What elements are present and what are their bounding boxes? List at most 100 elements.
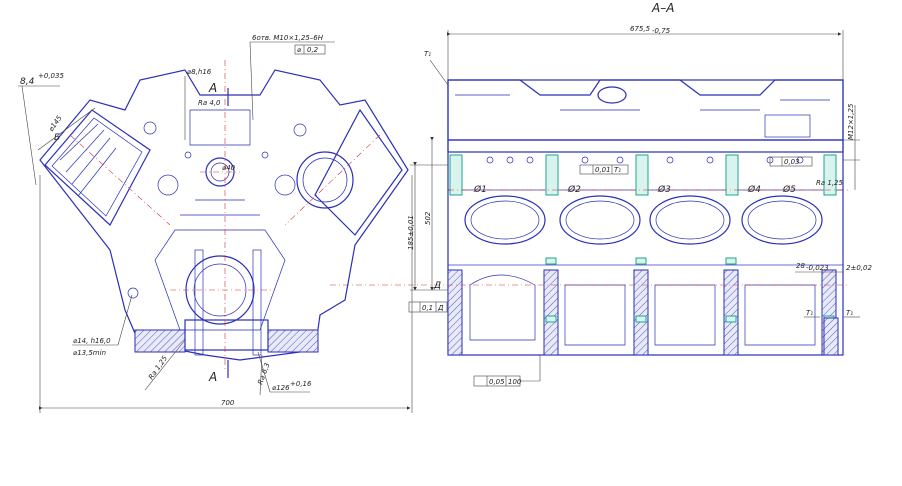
bulkhead-2 xyxy=(545,154,559,196)
crank-cavity-1 xyxy=(469,274,536,341)
dia14: ⌀14, h16,0 xyxy=(73,337,111,345)
d28-sub: -0,023 xyxy=(806,264,829,272)
sec-b: Б xyxy=(54,133,60,143)
pos-tol-sym: ⌀ xyxy=(297,46,302,54)
h2-dim: 502 xyxy=(424,211,432,225)
bulkhead-5 xyxy=(823,154,837,196)
tol84: 8,4 xyxy=(20,77,35,87)
web-1 xyxy=(447,269,463,356)
bore-1-inner xyxy=(470,200,540,240)
len-dim-sub: -0,75 xyxy=(652,27,671,35)
flatness: 0,1 xyxy=(422,304,433,312)
left-bank xyxy=(44,109,151,226)
right-bore xyxy=(296,151,354,209)
bore-4 xyxy=(741,195,823,245)
small-hole-2 xyxy=(261,151,269,159)
cyl-1: Ø1 xyxy=(473,184,487,195)
dia8: ⌀8,h16 xyxy=(187,68,212,76)
bore-2 xyxy=(559,195,641,245)
tol-frame-1 xyxy=(579,164,629,175)
web-teal-marks xyxy=(545,257,835,323)
main-cap-right xyxy=(267,329,319,353)
right-bore-inner xyxy=(302,157,348,203)
cyl-4: Ø4 xyxy=(747,184,761,195)
main-cap-left xyxy=(134,329,186,353)
bulkhead-3 xyxy=(635,154,649,196)
len-dim: 675,5 xyxy=(630,25,651,33)
bulkheads xyxy=(449,154,837,196)
t1-a: T₁ xyxy=(806,309,813,317)
section-a-bottom: A xyxy=(208,370,217,384)
ra125-leader xyxy=(144,339,186,391)
section-view: Ø1 Ø2 Ø3 Ø4 Ø5 675,5 -0,75 T₁ 185±0,01 5… xyxy=(330,25,872,387)
bolt-hole-1 xyxy=(293,123,307,137)
front-view: 700 8,4 +0,035 ⌀145 Б 6отв. M10×1,25–6H … xyxy=(18,34,413,413)
ra40: Ra 4,0 xyxy=(198,99,221,107)
section-a-top: A xyxy=(208,81,217,95)
mark xyxy=(725,257,737,265)
mark xyxy=(545,315,557,323)
top-deck xyxy=(447,79,844,141)
crank-bore-inner xyxy=(193,263,247,317)
mark xyxy=(635,315,647,323)
ra63-leader xyxy=(259,354,263,396)
dia40: ⌀40 xyxy=(222,164,236,172)
dia126-sup: +0,16 xyxy=(290,380,312,388)
t1-top: T₁ xyxy=(424,50,431,58)
hole xyxy=(581,156,589,164)
cyl-5: Ø5 xyxy=(782,184,796,195)
thread-callout: 6отв. M10×1,25–6H xyxy=(252,34,324,42)
top-oil-cap xyxy=(597,86,627,104)
bore-3 xyxy=(649,195,731,245)
dia135: ⌀13,5min xyxy=(73,349,106,357)
t1-leader xyxy=(429,59,449,86)
ra63: Ra 6,3 xyxy=(256,362,271,386)
web-2 xyxy=(543,269,559,356)
hole xyxy=(666,156,674,164)
hole xyxy=(486,156,494,164)
ra125: Ra 1,25 xyxy=(147,354,169,381)
pos-tol-frame xyxy=(294,44,326,55)
dia14-arrow xyxy=(117,294,133,346)
tol84-sup: +0,035 xyxy=(38,72,64,80)
width-dim: 700 xyxy=(221,399,235,407)
left-bank-inner xyxy=(51,117,143,217)
web-3 xyxy=(633,269,649,356)
flatness2: 0,05 xyxy=(489,378,505,386)
main-cap xyxy=(184,319,269,351)
small-hole-1 xyxy=(184,151,192,159)
m12: M12×1,25 xyxy=(847,103,855,140)
tol-001: 0,01 xyxy=(595,166,611,174)
bulkhead-1 xyxy=(449,154,463,196)
tol84-ext xyxy=(21,85,37,186)
mark xyxy=(545,257,557,265)
web-outline xyxy=(154,229,286,331)
webs xyxy=(180,199,260,216)
mark xyxy=(725,315,737,323)
oil-passage-1 xyxy=(157,174,179,196)
ra125-right: Ra 1,25 xyxy=(816,179,844,187)
top-housing xyxy=(189,109,251,146)
left-bank-lines xyxy=(59,123,117,197)
section-title: A–A xyxy=(651,1,674,15)
band-holes xyxy=(486,156,804,164)
hole xyxy=(506,156,514,164)
stud-right xyxy=(252,249,262,356)
cyl-2: Ø2 xyxy=(567,184,581,195)
bank-axis-right xyxy=(284,134,381,226)
flatness2-ref: 100 xyxy=(508,378,522,386)
hole xyxy=(706,156,714,164)
dia14-hole xyxy=(127,287,139,299)
tol-frame-2 xyxy=(769,156,813,167)
d2: 2±0,02 xyxy=(846,264,872,272)
end-web xyxy=(823,317,839,356)
crank-cavity-2 xyxy=(564,284,626,346)
flatness-frame xyxy=(408,301,448,313)
ref-d: Д xyxy=(433,281,441,291)
t1-b: T₁ xyxy=(846,309,853,317)
dia126: ⌀126 xyxy=(272,384,290,392)
head-deck xyxy=(447,139,844,153)
flatness-ref: Д xyxy=(437,304,444,312)
bore-dim-line xyxy=(37,107,96,151)
dia126-arrow xyxy=(257,351,271,393)
